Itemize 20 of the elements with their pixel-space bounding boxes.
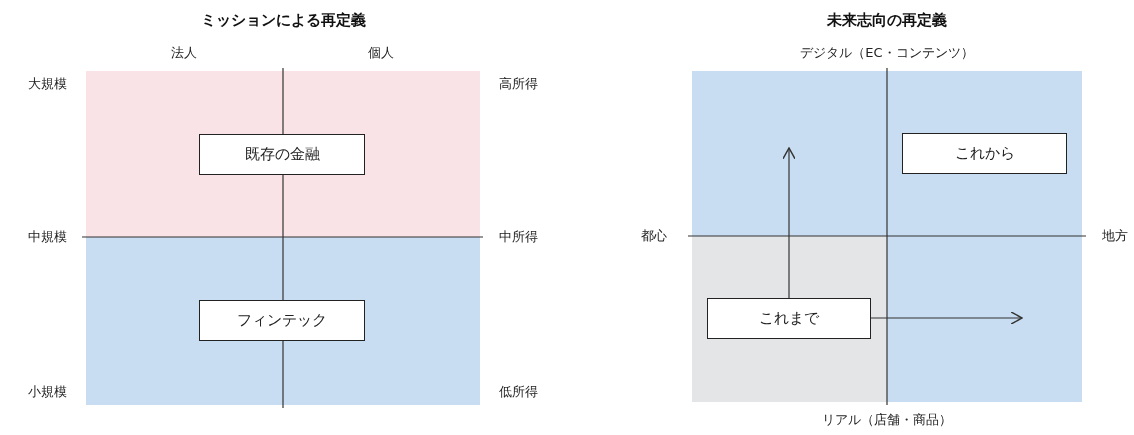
arrow	[870, 311, 1023, 325]
axis-label: 高所得	[498, 75, 538, 93]
label-box: これから	[902, 133, 1067, 174]
axis-label: 低所得	[498, 383, 538, 401]
axis-label: 小規模	[27, 383, 67, 401]
axis-label: 都心	[641, 227, 667, 245]
label-box: これまで	[707, 298, 871, 339]
axis-label: 中所得	[498, 228, 538, 246]
axis-label: デジタル（EC・コンテンツ）	[800, 44, 974, 62]
axis-label: 法人	[171, 44, 197, 62]
axis-label: 個人	[368, 44, 394, 62]
axis-label: リアル（店舗・商品）	[822, 411, 952, 429]
arrow	[782, 147, 796, 299]
axis-label: 地方	[1102, 227, 1128, 245]
label-box: 既存の金融	[199, 134, 365, 175]
axis-label: 大規模	[27, 75, 67, 93]
axis-label: 中規模	[27, 228, 67, 246]
chart-title: ミッションによる再定義	[200, 10, 366, 30]
chart-title: 未来志向の再定義	[827, 10, 947, 30]
label-box: フィンテック	[199, 300, 365, 341]
